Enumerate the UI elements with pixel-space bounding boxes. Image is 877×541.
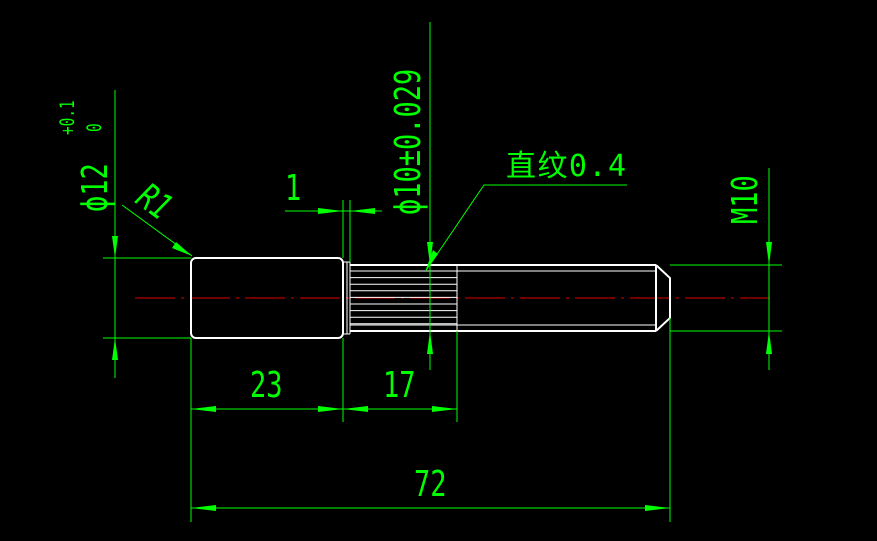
svg-text:ϕ12: ϕ12 xyxy=(73,163,116,212)
chamfer xyxy=(655,264,671,332)
length-17-label: 17 xyxy=(383,363,415,406)
radius-label: R1 xyxy=(129,175,181,229)
part-outline xyxy=(190,257,671,339)
length-72-label: 72 xyxy=(414,462,446,505)
dia10-label: ϕ10±0.029 xyxy=(386,69,429,215)
knurl-hatching xyxy=(350,270,457,325)
knurl-note-label: 直纹0.4 xyxy=(506,149,626,184)
dimension-dia12: ϕ12 +0.1 0 xyxy=(57,90,191,378)
knurl-note: 直纹0.4 xyxy=(424,149,627,273)
dimension-dia10: ϕ10±0.029 xyxy=(386,22,433,370)
dia12-lower-tol: 0 xyxy=(84,123,107,132)
head-cylinder xyxy=(190,257,344,339)
dimension-thread: M10 xyxy=(670,168,782,370)
dimension-neck-width: 1 xyxy=(285,166,382,262)
dia12-value: 12 xyxy=(73,163,116,195)
dimension-lengths: 23 17 72 xyxy=(190,318,671,522)
neck-width-label: 1 xyxy=(285,166,301,209)
length-23-label: 23 xyxy=(250,363,282,406)
dia12-symbol: ϕ xyxy=(73,196,116,212)
dimension-radius: R1 xyxy=(121,175,193,257)
dia12-upper-tol: +0.1 xyxy=(57,100,80,135)
thread-label: M10 xyxy=(723,175,766,224)
